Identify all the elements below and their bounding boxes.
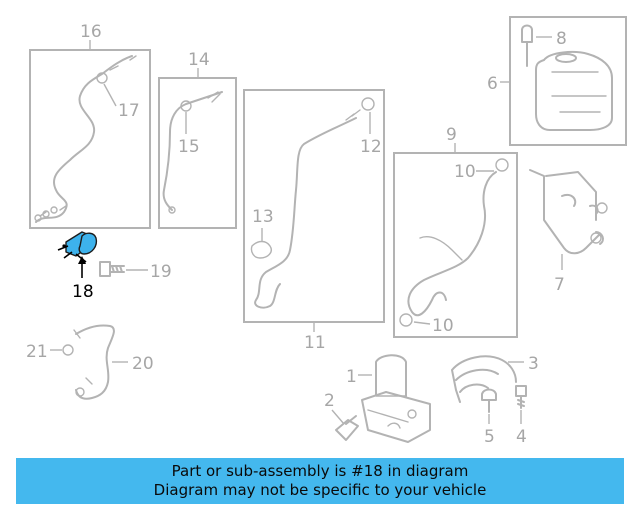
callout-20: 20 bbox=[132, 354, 154, 374]
callout-12: 12 bbox=[360, 137, 382, 157]
callout-8: 8 bbox=[556, 29, 567, 49]
callout-11: 11 bbox=[304, 333, 326, 353]
callout-1: 1 bbox=[346, 367, 357, 387]
assembly-box-6: 6 8 bbox=[487, 16, 627, 146]
part-19-bolt: 19 bbox=[99, 261, 172, 282]
banner-line-2: Diagram may not be specific to your vehi… bbox=[153, 481, 487, 499]
callout-21: 21 bbox=[26, 342, 48, 362]
part-1-pump: 1 2 bbox=[324, 354, 431, 443]
part-18-clip-highlighted: 18 bbox=[57, 231, 98, 302]
banner-line-1: Part or sub-assembly is #18 in diagram bbox=[171, 462, 469, 480]
callout-9: 9 bbox=[446, 125, 457, 145]
part-7-bracket: 7 bbox=[529, 169, 608, 295]
callout-19: 19 bbox=[150, 262, 172, 282]
part-20-hose: 20 21 bbox=[26, 324, 154, 400]
assembly-box-14: 14 15 bbox=[158, 50, 237, 229]
part-3-shield: 3 bbox=[451, 354, 539, 403]
callout-17: 17 bbox=[118, 101, 140, 121]
part-4-bolt: 4 bbox=[515, 385, 527, 447]
callout-18: 18 bbox=[72, 282, 94, 302]
callout-16: 16 bbox=[80, 22, 102, 42]
callout-13: 13 bbox=[252, 207, 274, 227]
assembly-box-9: 9 10 10 bbox=[393, 125, 518, 338]
callout-2: 2 bbox=[324, 391, 335, 411]
part-5-bolt: 5 bbox=[481, 388, 497, 447]
assembly-box-11: 11 12 13 bbox=[243, 89, 385, 353]
callout-15: 15 bbox=[178, 137, 200, 157]
info-banner: Part or sub-assembly is #18 in diagram D… bbox=[16, 458, 624, 504]
callout-10-bottom: 10 bbox=[432, 316, 454, 336]
callout-5: 5 bbox=[484, 427, 495, 447]
callout-10-top: 10 bbox=[454, 162, 476, 182]
assembly-box-16: 16 17 bbox=[29, 22, 151, 229]
callout-3: 3 bbox=[528, 354, 539, 374]
callout-6: 6 bbox=[487, 74, 498, 94]
callout-14: 14 bbox=[188, 50, 210, 70]
callout-7: 7 bbox=[554, 275, 565, 295]
callout-4: 4 bbox=[516, 427, 527, 447]
